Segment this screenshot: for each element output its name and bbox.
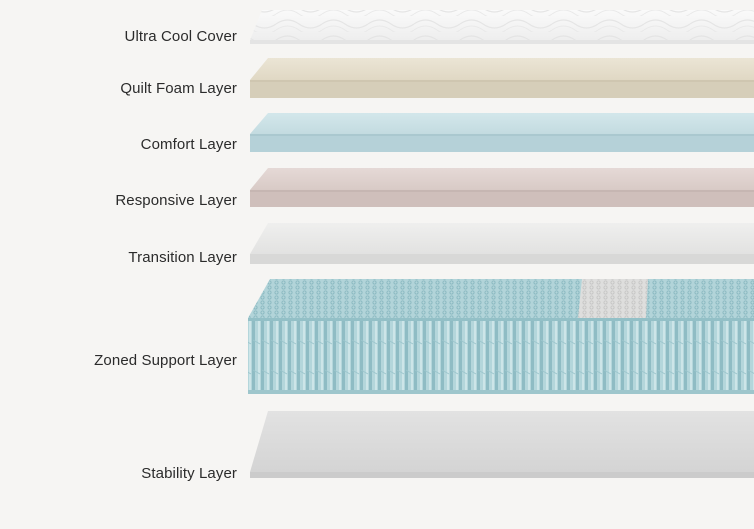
transition-layer	[250, 223, 754, 264]
comfort-layer	[250, 113, 754, 152]
label-stability-layer: Stability Layer	[141, 465, 237, 482]
label-zoned-support-layer: Zoned Support Layer	[94, 352, 237, 369]
label-responsive-layer: Responsive Layer	[115, 192, 237, 209]
label-ultra-cool-cover: Ultra Cool Cover	[124, 28, 237, 45]
ultra-cool-cover-layer	[250, 10, 754, 44]
label-transition-layer: Transition Layer	[128, 249, 237, 266]
quilt-foam-layer	[250, 58, 754, 98]
stability-layer	[250, 411, 754, 478]
label-quilt-foam-layer: Quilt Foam Layer	[120, 80, 237, 97]
responsive-layer	[250, 168, 754, 207]
zoned-support-layer	[248, 279, 754, 394]
label-comfort-layer: Comfort Layer	[140, 136, 237, 153]
